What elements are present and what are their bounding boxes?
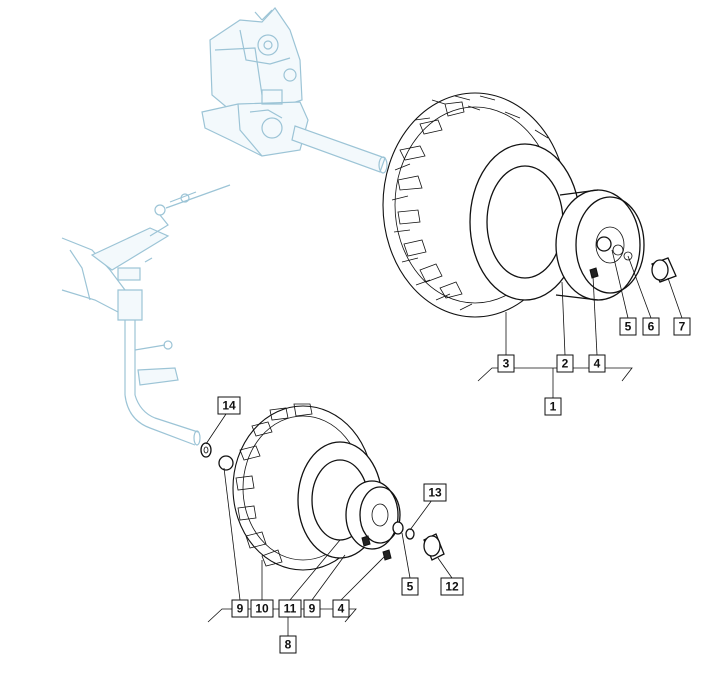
svg-text:8: 8 [285, 638, 292, 652]
svg-text:9: 9 [237, 602, 244, 616]
svg-text:7: 7 [679, 320, 686, 334]
label-3: 3 [497, 354, 515, 373]
svg-text:9: 9 [309, 602, 316, 616]
svg-text:4: 4 [594, 357, 601, 371]
svg-text:10: 10 [255, 602, 269, 616]
label-2: 2 [556, 354, 574, 373]
svg-text:13: 13 [428, 486, 442, 500]
svg-text:12: 12 [445, 580, 459, 594]
steering-ghost [61, 184, 231, 446]
svg-text:14: 14 [222, 399, 236, 413]
label-4-rear: 4 [588, 354, 606, 373]
svg-text:6: 6 [648, 320, 655, 334]
label-7: 7 [673, 317, 691, 336]
label-6: 6 [642, 317, 660, 336]
front-small-parts [200, 442, 445, 561]
label-14: 14 [217, 396, 241, 415]
svg-text:4: 4 [338, 602, 345, 616]
svg-text:5: 5 [625, 320, 632, 334]
label-4-front: 4 [332, 599, 350, 618]
svg-text:2: 2 [562, 357, 569, 371]
svg-text:11: 11 [284, 602, 297, 616]
label-13: 13 [423, 483, 447, 502]
label-12: 12 [440, 577, 464, 596]
label-1: 1 [544, 397, 562, 416]
svg-text:5: 5 [407, 580, 414, 594]
label-5-rear: 5 [619, 317, 637, 336]
label-10: 10 [250, 599, 274, 618]
rear-tire [382, 92, 581, 318]
front-rim [345, 480, 401, 550]
svg-text:1: 1 [550, 400, 557, 414]
rear-hub-cap [651, 257, 677, 283]
label-8: 8 [279, 635, 297, 654]
label-11: 11 [278, 599, 302, 618]
transaxle-ghost [201, 7, 388, 174]
rear-rim [555, 189, 645, 301]
label-9-right: 9 [303, 599, 321, 618]
label-9-left: 9 [231, 599, 249, 618]
svg-text:3: 3 [503, 357, 510, 371]
label-5-front: 5 [401, 577, 419, 596]
